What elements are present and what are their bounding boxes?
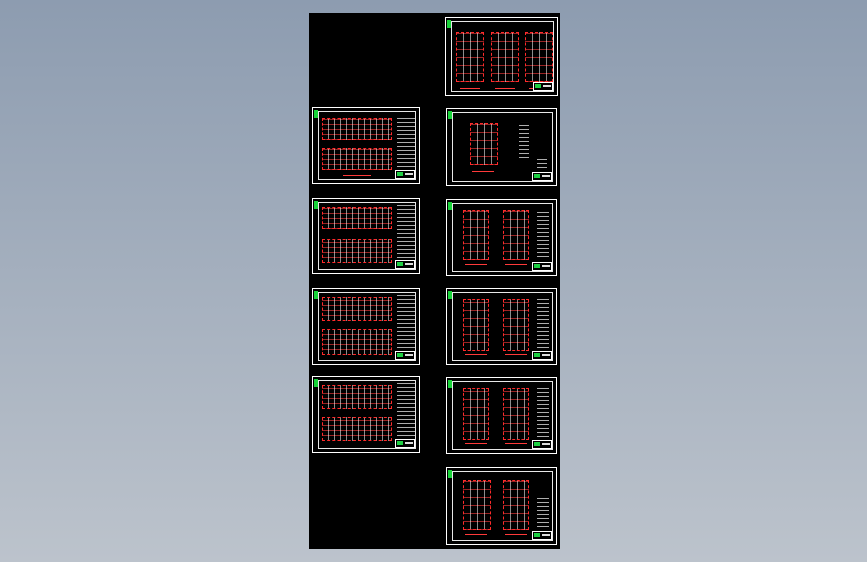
floor-plan-thumbnail — [456, 32, 484, 82]
title-block — [395, 351, 415, 360]
drawing-sheet-icon — [448, 202, 452, 210]
plan-caption-line — [460, 88, 480, 89]
floor-plan-thumbnail — [322, 148, 392, 170]
title-block — [533, 82, 553, 91]
floor-plan-thumbnail — [491, 32, 519, 82]
title-block — [395, 439, 415, 448]
sheet-border — [318, 292, 416, 361]
floor-plan-thumbnail — [322, 239, 392, 263]
drawing-sheet-left-2[interactable] — [312, 198, 420, 274]
drawing-sheet-icon — [314, 110, 318, 118]
plan-caption-line — [465, 534, 487, 535]
floor-plan-thumbnail — [525, 32, 553, 82]
floor-plan-thumbnail — [503, 480, 529, 530]
floor-plan-thumbnail — [463, 480, 491, 530]
design-notes-block — [397, 383, 415, 443]
floor-plan-thumbnail — [463, 388, 489, 440]
floor-plan-thumbnail — [503, 210, 529, 260]
plan-caption-line — [505, 534, 527, 535]
sheet-border — [318, 380, 416, 449]
design-notes-block — [537, 299, 549, 351]
design-notes-block — [537, 496, 549, 530]
drawing-sheet-icon — [447, 20, 451, 28]
drawing-sheet-icon — [314, 379, 318, 387]
title-block — [395, 260, 415, 269]
drawing-sheet-left-1[interactable] — [312, 107, 420, 184]
drawing-sheet-right-4[interactable] — [446, 288, 557, 365]
design-notes-block — [537, 210, 549, 260]
sheet-border — [318, 111, 416, 180]
floor-plan-thumbnail — [470, 123, 498, 165]
drawing-sheet-right-6[interactable] — [446, 467, 557, 545]
floor-plan-thumbnail — [463, 299, 489, 351]
design-notes-block — [397, 205, 415, 265]
floor-plan-thumbnail — [503, 388, 529, 440]
drawing-sheet-icon — [448, 291, 452, 299]
floor-plan-thumbnail — [322, 118, 392, 140]
floor-plan-thumbnail — [322, 329, 392, 355]
design-notes-block — [537, 388, 549, 440]
plan-caption-line — [472, 171, 494, 172]
sheet-border — [452, 292, 553, 361]
drawing-sheet-icon — [314, 291, 318, 299]
sheet-border — [451, 21, 554, 92]
floor-plan-thumbnail — [322, 297, 392, 321]
cad-drawing-canvas[interactable] — [309, 13, 560, 549]
drawing-sheet-right-3[interactable] — [446, 199, 557, 276]
drawing-sheet-icon — [448, 470, 452, 478]
floor-plan-thumbnail — [322, 385, 392, 409]
title-block — [532, 351, 552, 360]
plan-caption-line — [505, 443, 527, 444]
plan-caption-line — [465, 354, 487, 355]
title-block — [532, 172, 552, 181]
sheet-border — [452, 203, 553, 272]
design-notes-block — [397, 295, 415, 355]
plan-caption-line — [495, 88, 515, 89]
plan-caption-line — [343, 175, 371, 176]
title-block — [532, 440, 552, 449]
design-notes-block — [397, 116, 415, 174]
floor-plan-thumbnail — [322, 207, 392, 229]
title-block — [532, 262, 552, 271]
drawing-sheet-left-4[interactable] — [312, 376, 420, 453]
floor-plan-thumbnail — [503, 299, 529, 351]
plan-caption-line — [465, 264, 487, 265]
design-notes-block — [519, 123, 529, 161]
plan-caption-line — [505, 354, 527, 355]
drawing-sheet-right-2[interactable] — [446, 108, 557, 186]
plan-caption-line — [465, 443, 487, 444]
drawing-sheet-icon — [314, 201, 318, 209]
plan-caption-line — [505, 264, 527, 265]
design-notes-block — [537, 159, 547, 171]
title-block — [532, 531, 552, 540]
sheet-border — [452, 471, 553, 541]
drawing-sheet-right-1[interactable] — [445, 17, 558, 96]
sheet-border — [452, 112, 553, 182]
drawing-sheet-icon — [448, 380, 452, 388]
floor-plan-thumbnail — [322, 417, 392, 441]
title-block — [395, 170, 415, 179]
floor-plan-thumbnail — [463, 210, 489, 260]
sheet-border — [318, 202, 416, 270]
drawing-sheet-left-3[interactable] — [312, 288, 420, 365]
drawing-sheet-icon — [448, 111, 452, 119]
sheet-border — [452, 381, 553, 450]
drawing-sheet-right-5[interactable] — [446, 377, 557, 454]
